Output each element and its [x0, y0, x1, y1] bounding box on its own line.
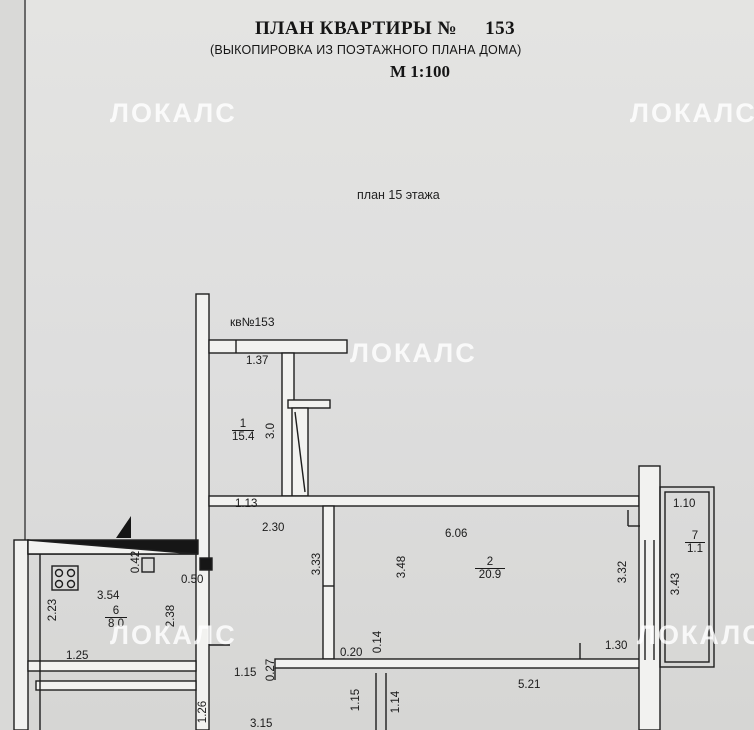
balcony-outline: [659, 486, 715, 668]
dim-3-0: 3.0: [265, 423, 277, 439]
stove-icon: [51, 565, 79, 591]
dim-0-42: 0.42: [130, 550, 143, 574]
dim-1-26: 1.26: [197, 700, 210, 724]
dim-2-23: 2.23: [47, 598, 60, 622]
wall-partition-room2: [322, 505, 335, 660]
floor-label: план 15 этажа: [357, 188, 440, 202]
shaft-hatch: [294, 411, 306, 493]
wall-bottom-room2: [274, 658, 641, 669]
dim-1-15-b: 1.15: [350, 688, 363, 712]
dim-3-54: 3.54: [97, 590, 120, 602]
dim-1-10: 1.10: [673, 498, 696, 510]
watermark-top-left: ЛОКАЛС: [110, 98, 237, 128]
page-subtitle: (ВЫКОПИРОВКА ИЗ ПОЭТАЖНОГО ПЛАНА ДОМА): [210, 43, 522, 57]
dim-0-27: 0.27: [265, 658, 278, 682]
wall-shaft-top: [287, 399, 331, 409]
wall-kitchen-bottom: [27, 660, 197, 672]
watermark-bottom-right: ЛОКАЛС: [637, 620, 754, 650]
watermark-top-right: ЛОКАЛС: [630, 98, 754, 128]
dim-1-14: 1.14: [390, 690, 403, 714]
dim-1-25: 1.25: [66, 650, 89, 662]
dim-0-50: 0.50: [181, 574, 204, 586]
dim-1-15-a: 1.15: [234, 667, 257, 679]
dim-3-43: 3.43: [670, 572, 683, 596]
wall-top-room1: [208, 339, 348, 354]
dim-6-06: 6.06: [445, 528, 468, 540]
apartment-label: кв№153: [230, 315, 275, 329]
page-title: ПЛАН КВАРТИРЫ № 153: [255, 18, 515, 40]
apartment-number: 153: [485, 18, 516, 39]
title-text: ПЛАН КВАРТИРЫ №: [255, 18, 458, 39]
watermark-bottom-left: ЛОКАЛС: [110, 620, 237, 650]
dim-1-13: 1.13: [235, 498, 258, 510]
sink-icon: [141, 557, 155, 573]
dim-0-20: 0.20: [340, 647, 363, 659]
vent-icon: [199, 557, 213, 571]
floor-plan-sheet: [24, 0, 754, 730]
dim-1-37: 1.37: [246, 355, 269, 367]
wall-exterior-right: [638, 465, 661, 730]
wall-vertical-main: [195, 293, 210, 730]
wall-kitchen-left: [13, 539, 29, 730]
dim-3-15: 3.15: [250, 718, 273, 730]
dim-3-48: 3.48: [396, 555, 409, 579]
dim-2-30: 2.30: [262, 522, 285, 534]
dim-1-30: 1.30: [605, 640, 628, 652]
wall-horizontal-mid: [208, 495, 640, 507]
scale-label: М 1:100: [390, 62, 450, 81]
dim-3-32: 3.32: [617, 560, 630, 584]
dim-3-33: 3.33: [311, 552, 324, 576]
dim-5-21: 5.21: [518, 679, 541, 691]
watermark-center: ЛОКАЛС: [350, 338, 477, 368]
dim-0-14: 0.14: [372, 630, 385, 654]
